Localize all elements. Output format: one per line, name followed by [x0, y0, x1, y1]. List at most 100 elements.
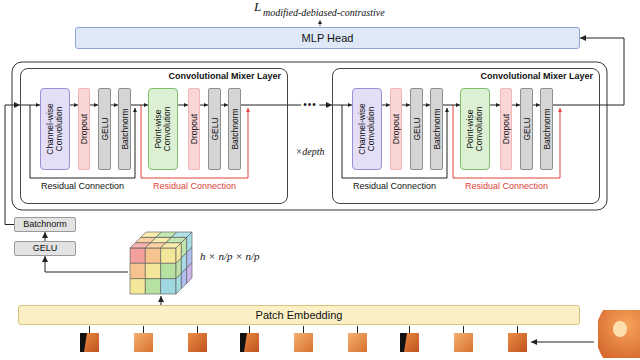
- patch-link: [90, 326, 518, 333]
- patch: [134, 333, 153, 352]
- box-label: Batchnorm: [230, 91, 239, 167]
- patch: [348, 333, 367, 352]
- dotted-arrow: [320, 20, 321, 26]
- layer-title: Convolutional Mixer Layer: [480, 71, 593, 82]
- mlp-head-box: MLP Head: [75, 27, 580, 49]
- box-label: GELU: [210, 91, 219, 167]
- residual-label: Residual Connection: [353, 181, 436, 192]
- flow-line: [241, 105, 288, 106]
- gelu-box: GELU: [98, 88, 111, 170]
- patch: [80, 333, 99, 352]
- ellipsis-dots: •••: [301, 99, 319, 111]
- tensor-cell: [161, 263, 176, 278]
- batchnorm-box: Batchnorm: [540, 88, 553, 170]
- flow-arrow: [178, 105, 188, 106]
- flow-line: [553, 105, 600, 106]
- tensor-cell: [130, 263, 145, 278]
- tensor-cell: [145, 248, 160, 263]
- box-label: Channel-wise Convolution: [46, 91, 64, 167]
- flow-arrow: [443, 105, 460, 106]
- tensor-cell: [187, 263, 192, 284]
- fundus-disc: [598, 310, 640, 358]
- batchnorm-box: Batchnorm: [228, 88, 241, 170]
- flow-arrow: [111, 105, 118, 106]
- box-label: Batchnorm: [432, 91, 441, 167]
- dimension-label: h × n/p × n/p: [200, 250, 259, 263]
- input-arrow: [531, 342, 594, 343]
- patch-edge: [80, 333, 87, 352]
- patch-embedding-box: Patch Embedding: [18, 305, 580, 325]
- dropout-box: Dropout: [500, 88, 512, 170]
- tensor-cell: [145, 263, 160, 278]
- patch: [188, 333, 207, 352]
- tensor-cell: [130, 248, 145, 263]
- tensor-cell: [181, 268, 186, 289]
- box-label: GELU: [412, 91, 421, 167]
- residual-label: Residual Connection: [41, 181, 124, 192]
- layer-title: Convolutional Mixer Layer: [168, 71, 281, 82]
- batchnorm-box: Batchnorm: [14, 217, 76, 232]
- dropout-box: Dropout: [78, 88, 90, 170]
- patch-edge: [400, 333, 407, 352]
- box-label: Point-wise Convolution: [466, 91, 484, 167]
- channelwise-conv-box: Channel-wise Convolution: [352, 88, 382, 170]
- patch: [240, 333, 259, 352]
- box-label: Batchnorm: [120, 91, 129, 167]
- box-label: Dropout: [80, 91, 89, 167]
- tensor-cell: [145, 279, 160, 294]
- patch: [294, 333, 313, 352]
- loss-subscript: modified-debiased-contrastive: [263, 7, 385, 19]
- flow-arrow: [131, 105, 148, 106]
- residual-label: Residual Connection: [465, 181, 548, 192]
- box-label: Batchnorm: [23, 219, 67, 230]
- box-label: Dropout: [502, 91, 511, 167]
- batchnorm-box: Batchnorm: [430, 88, 443, 170]
- pointwise-conv-box: Point-wise Convolution: [148, 88, 178, 170]
- dropout-box: Dropout: [188, 88, 200, 170]
- batchnorm-box: Batchnorm: [118, 88, 131, 170]
- box-label: GELU: [100, 91, 109, 167]
- flow-arrow: [402, 105, 410, 106]
- optic-disc: [613, 321, 627, 337]
- patch: [454, 333, 473, 352]
- flow-arrow: [382, 105, 390, 106]
- flow-arrow: [70, 105, 78, 106]
- flow-arrow: [490, 105, 500, 106]
- patch: [400, 333, 419, 352]
- tensor-cube: [128, 228, 194, 296]
- loss-symbol: L: [254, 0, 261, 14]
- gelu-box: GELU: [208, 88, 221, 170]
- flow-arrow: [161, 296, 162, 305]
- residual-label: Residual Connection: [153, 181, 236, 192]
- tensor-cell: [130, 279, 145, 294]
- feature-tensor: h × n/p × n/p: [128, 228, 194, 296]
- box-label: Batchnorm: [542, 91, 551, 167]
- flow-arrow: [45, 232, 46, 241]
- flow-arrow: [200, 105, 208, 106]
- flow-arrow: [533, 105, 540, 106]
- box-label: MLP Head: [302, 32, 354, 45]
- box-label: GELU: [522, 91, 531, 167]
- patch-edge: [240, 333, 247, 352]
- flow-arrow: [512, 105, 520, 106]
- patch: [508, 333, 527, 352]
- flow-arrow: [45, 256, 128, 272]
- box-label: Point-wise Convolution: [154, 91, 172, 167]
- flow-arrow: [423, 105, 430, 106]
- pointwise-conv-box: Point-wise Convolution: [460, 88, 490, 170]
- gelu-box: GELU: [14, 241, 76, 256]
- flow-arrow: [90, 105, 98, 106]
- channelwise-conv-box: Channel-wise Convolution: [40, 88, 70, 170]
- box-label: Dropout: [190, 91, 199, 167]
- encoder-frame: [12, 62, 607, 210]
- box-label: GELU: [33, 243, 58, 254]
- box-label: Patch Embedding: [256, 309, 343, 322]
- fundus-image: [598, 310, 640, 358]
- image-patches: [80, 326, 527, 352]
- depth-label: ×depth: [296, 146, 325, 158]
- box-label: Channel-wise Convolution: [358, 91, 376, 167]
- tensor-cell: [161, 248, 176, 263]
- box-label: Dropout: [392, 91, 401, 167]
- tensor-cell: [176, 273, 181, 294]
- tensor-cell: [161, 279, 176, 294]
